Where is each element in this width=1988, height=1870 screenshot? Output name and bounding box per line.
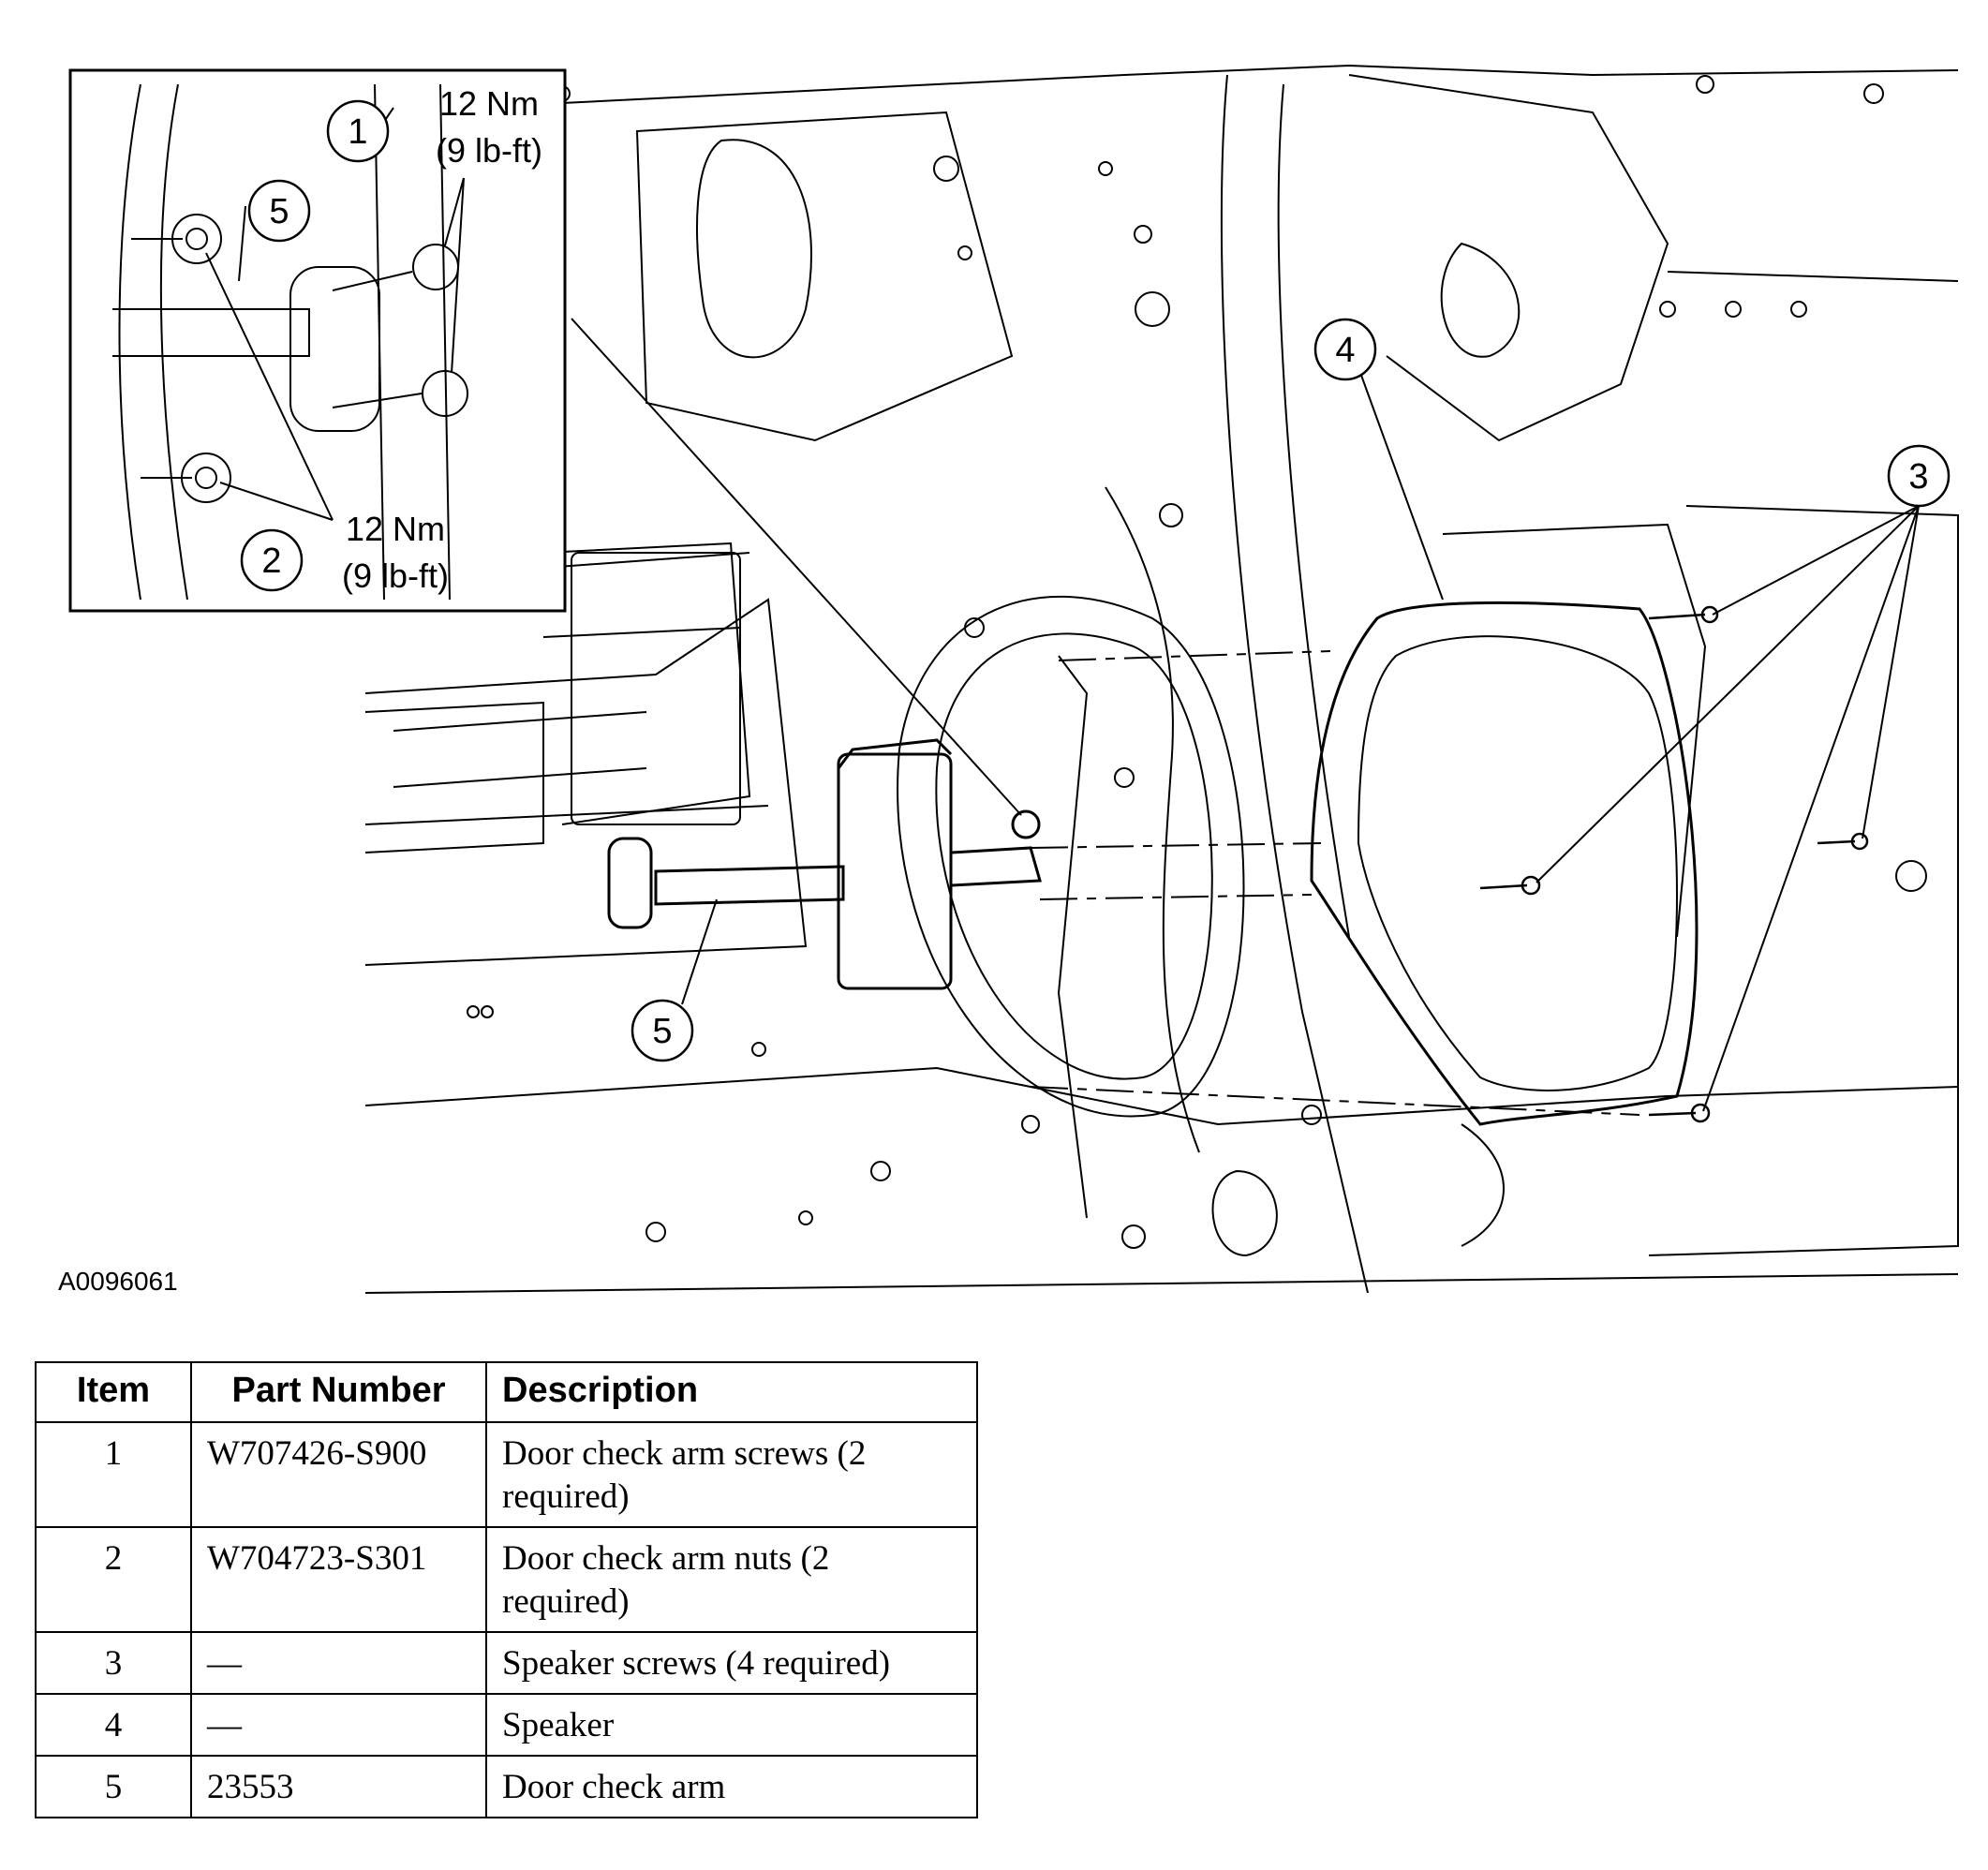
figure-id: A0096061 — [58, 1267, 178, 1296]
callout-main-4: 4 — [1335, 331, 1355, 370]
cell-description: Speaker screws (4 required) — [485, 1631, 978, 1695]
door-inner-panel — [364, 64, 1959, 1294]
header-part-number: Part Number — [190, 1361, 487, 1423]
cell-item: 1 — [35, 1421, 192, 1528]
door-assembly-diagram: 1 5 2 4 3 5 12 Nm (9 lb-ft) 12 Nm (9 lb-… — [68, 64, 1959, 1294]
cell-item: 2 — [35, 1526, 192, 1633]
cell-description: Speaker — [485, 1693, 978, 1757]
callout-inset-1: 1 — [348, 112, 367, 152]
cell-item: 5 — [35, 1755, 192, 1818]
callout-circle-main-4 — [1313, 318, 1377, 381]
control-module — [364, 542, 751, 853]
callout-main-3: 3 — [1908, 457, 1928, 497]
callout-circle-main-3 — [1887, 444, 1951, 508]
table-row: 4 — Speaker — [35, 1693, 978, 1757]
table-row: 1 W707426-S900 Door check arm screws (2 … — [35, 1421, 978, 1528]
speaker — [1310, 601, 1699, 1126]
torque-top-imperial: (9 lb-ft) — [436, 131, 542, 170]
cell-item: 3 — [35, 1631, 192, 1695]
callout-circle-main-5 — [631, 999, 694, 1062]
cell-description: Door check arm — [485, 1755, 978, 1818]
table-row: 5 23553 Door check arm — [35, 1755, 978, 1818]
torque-bottom-imperial: (9 lb-ft) — [342, 557, 449, 595]
cell-description: Door check arm screws (2 required) — [485, 1421, 978, 1528]
callout-inset-2: 2 — [261, 542, 281, 581]
table-row: 3 — Speaker screws (4 required) — [35, 1631, 978, 1695]
callout-leaders — [571, 318, 1920, 1112]
callout-circle-inset-2 — [240, 528, 304, 592]
header-description: Description — [485, 1361, 978, 1423]
torque-bottom-metric: 12 Nm — [346, 510, 445, 548]
cell-part-number: — — [190, 1693, 487, 1757]
cell-part-number: W704723-S301 — [190, 1526, 487, 1633]
callout-circle-inset-1 — [326, 99, 390, 163]
cell-part-number: — — [190, 1631, 487, 1695]
table-header-row: Item Part Number Description — [35, 1361, 978, 1423]
detail-inset — [68, 68, 567, 613]
callout-main-5: 5 — [652, 1012, 672, 1051]
cell-description: Door check arm nuts (2 required) — [485, 1526, 978, 1633]
header-item: Item — [35, 1361, 192, 1423]
speaker-screws — [1479, 605, 1869, 1123]
torque-top-metric: 12 Nm — [439, 84, 539, 123]
callout-circle-inset-5 — [247, 179, 311, 243]
cell-item: 4 — [35, 1693, 192, 1757]
table-row: 2 W704723-S301 Door check arm nuts (2 re… — [35, 1526, 978, 1633]
parts-table: Item Part Number Description 1 W707426-S… — [35, 1361, 978, 1818]
cell-part-number: W707426-S900 — [190, 1421, 487, 1528]
cell-part-number: 23553 — [190, 1755, 487, 1818]
alignment-lines — [1030, 650, 1640, 1116]
callout-inset-5: 5 — [269, 192, 289, 231]
door-check-arm — [607, 738, 1042, 990]
